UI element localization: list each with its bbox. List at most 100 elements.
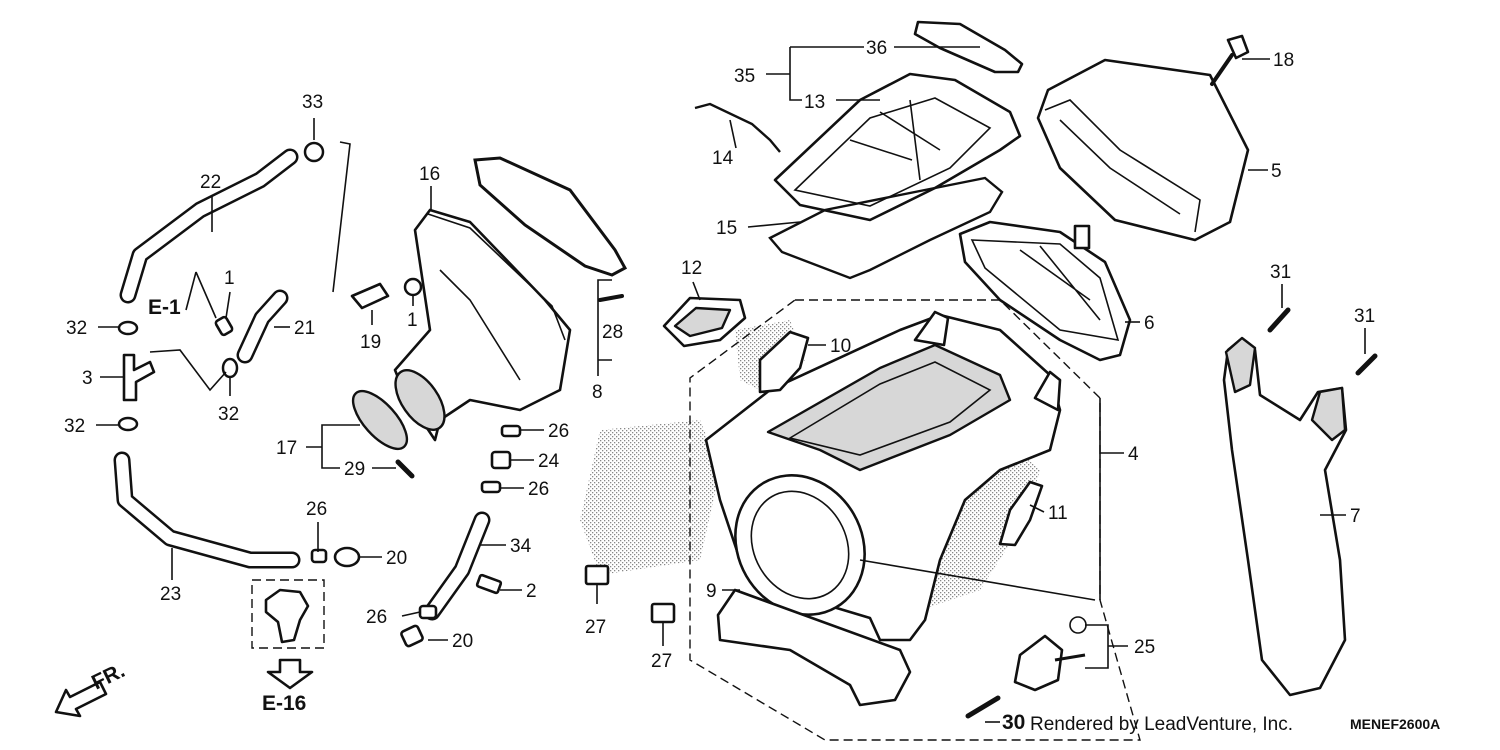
part-6-holder-stem [1073,224,1091,250]
part-7-side-cover-tab-left [1224,336,1257,394]
front-direction-arrow: FR. [54,659,129,718]
callout-4: 4 [1128,444,1139,465]
part-9-duct-cover [716,588,912,707]
callout-17: 17 [276,438,297,459]
credit-text: Rendered by LeadVenture, Inc. [1030,714,1293,735]
callout-5: 5 [1271,161,1282,182]
part-19-fitting [350,282,390,310]
part-1-clamp-a [403,277,423,297]
callout-26b: 26 [528,479,549,500]
callout-22: 22 [200,172,221,193]
part-26-clip-c [310,548,328,564]
callout-12: 12 [681,258,702,279]
callout-13: 13 [804,92,825,113]
part-11-seal [998,480,1044,547]
callout-8: 8 [592,382,603,403]
part-4-airbox-opening-inner [787,361,992,456]
airbox-assembly-outline [689,299,1141,741]
callout-7: 7 [1350,506,1361,527]
part-31-bolt-b [1355,353,1378,376]
part-16-tube-outlet [394,369,446,431]
callout-18: 18 [1273,50,1294,71]
part-4-airbox-tab-left [913,310,950,347]
part-25-ring [1069,616,1087,634]
callout-30: 30 [1002,711,1025,734]
callout-9: 9 [706,581,717,602]
direction-arrow-icon [54,680,108,718]
callout-26a: 26 [548,421,569,442]
part-26-clip-a [500,424,522,438]
reference-e1: E-1 [148,296,181,319]
callout-29: 29 [344,459,365,480]
callout-32b: 32 [218,404,239,425]
part-16-connecting-tube [393,208,572,442]
callout-36: 36 [866,38,887,59]
leader-lines [96,46,1366,723]
callout-31b: 31 [1354,306,1375,327]
callout-15: 15 [716,218,737,239]
part-17-clamp [351,389,409,451]
part-33-clamp [303,141,325,163]
callout-34: 34 [510,536,532,557]
callout-24: 24 [538,451,560,472]
part-18-screw [1226,34,1250,60]
part-32-clamp-c [221,357,239,379]
part-2-clip [475,573,503,595]
part-20-cap-a [333,546,361,568]
part-32-clamp-b [117,416,139,432]
callouts: 36 35 13 18 33 22 16 14 5 15 12 1 1 31 3… [64,38,1375,734]
callout-20b: 20 [452,631,473,652]
callout-6: 6 [1144,313,1155,334]
part-6-holder-frame [970,239,1120,342]
part-14-retaining-wire [694,102,781,153]
part-26-clip-b [480,480,502,494]
callout-19: 19 [360,332,381,353]
callout-35: 35 [734,66,755,87]
part-16-tube-flange [427,213,566,381]
part-12-valve-inner [673,306,732,338]
callout-28: 28 [602,322,623,343]
part-25-drain-tube [1054,653,1086,662]
callout-27a: 27 [585,617,606,638]
part-6-element-holder [958,220,1132,362]
callout-1a: 1 [224,268,235,289]
callout-32a: 32 [66,318,87,339]
part-5-element-rim [1044,99,1201,233]
part-28-screw [598,294,624,302]
part-31-bolt-a [1267,307,1291,333]
part-32-clamp-a [117,320,139,336]
part-4-airbox-duct-inner [750,490,850,600]
callout-33: 33 [302,92,323,113]
callout-27b: 27 [651,651,672,672]
callout-25: 25 [1134,637,1155,658]
part-1-clamp-b [214,315,234,337]
callout-32c: 32 [64,416,85,437]
e16-reference-box [251,579,325,649]
part-30-bolt [965,695,1001,719]
part-4-airbox-opening [766,343,1012,472]
part-27-clip-b [650,602,676,624]
callout-2: 2 [526,581,537,602]
part-27-clip-a [584,564,610,586]
part-10-seal [758,330,810,394]
part-18-screw-shaft [1210,53,1234,86]
callout-21: 21 [294,318,315,339]
part-29-screw [395,459,415,479]
callout-26d: 26 [366,607,387,628]
e16-reference-part [264,588,310,644]
part-4-airbox-tab-right [1033,370,1062,412]
hoses [113,148,491,621]
callout-20a: 20 [386,548,407,569]
callout-16: 16 [419,164,440,185]
part-8-gasket-ring [473,156,628,277]
part-13-cover-detail [793,97,992,207]
callout-11: 11 [1048,503,1068,524]
part-15-gasket [768,176,1004,280]
callout-23: 23 [160,584,181,605]
callout-31a: 31 [1270,262,1291,283]
e16-arrow [266,658,314,690]
part-20-cap-b [400,624,424,648]
part-24-fitting [490,450,512,470]
callout-1b: 1 [407,310,418,331]
part-5-air-cleaner-element [1036,58,1250,242]
